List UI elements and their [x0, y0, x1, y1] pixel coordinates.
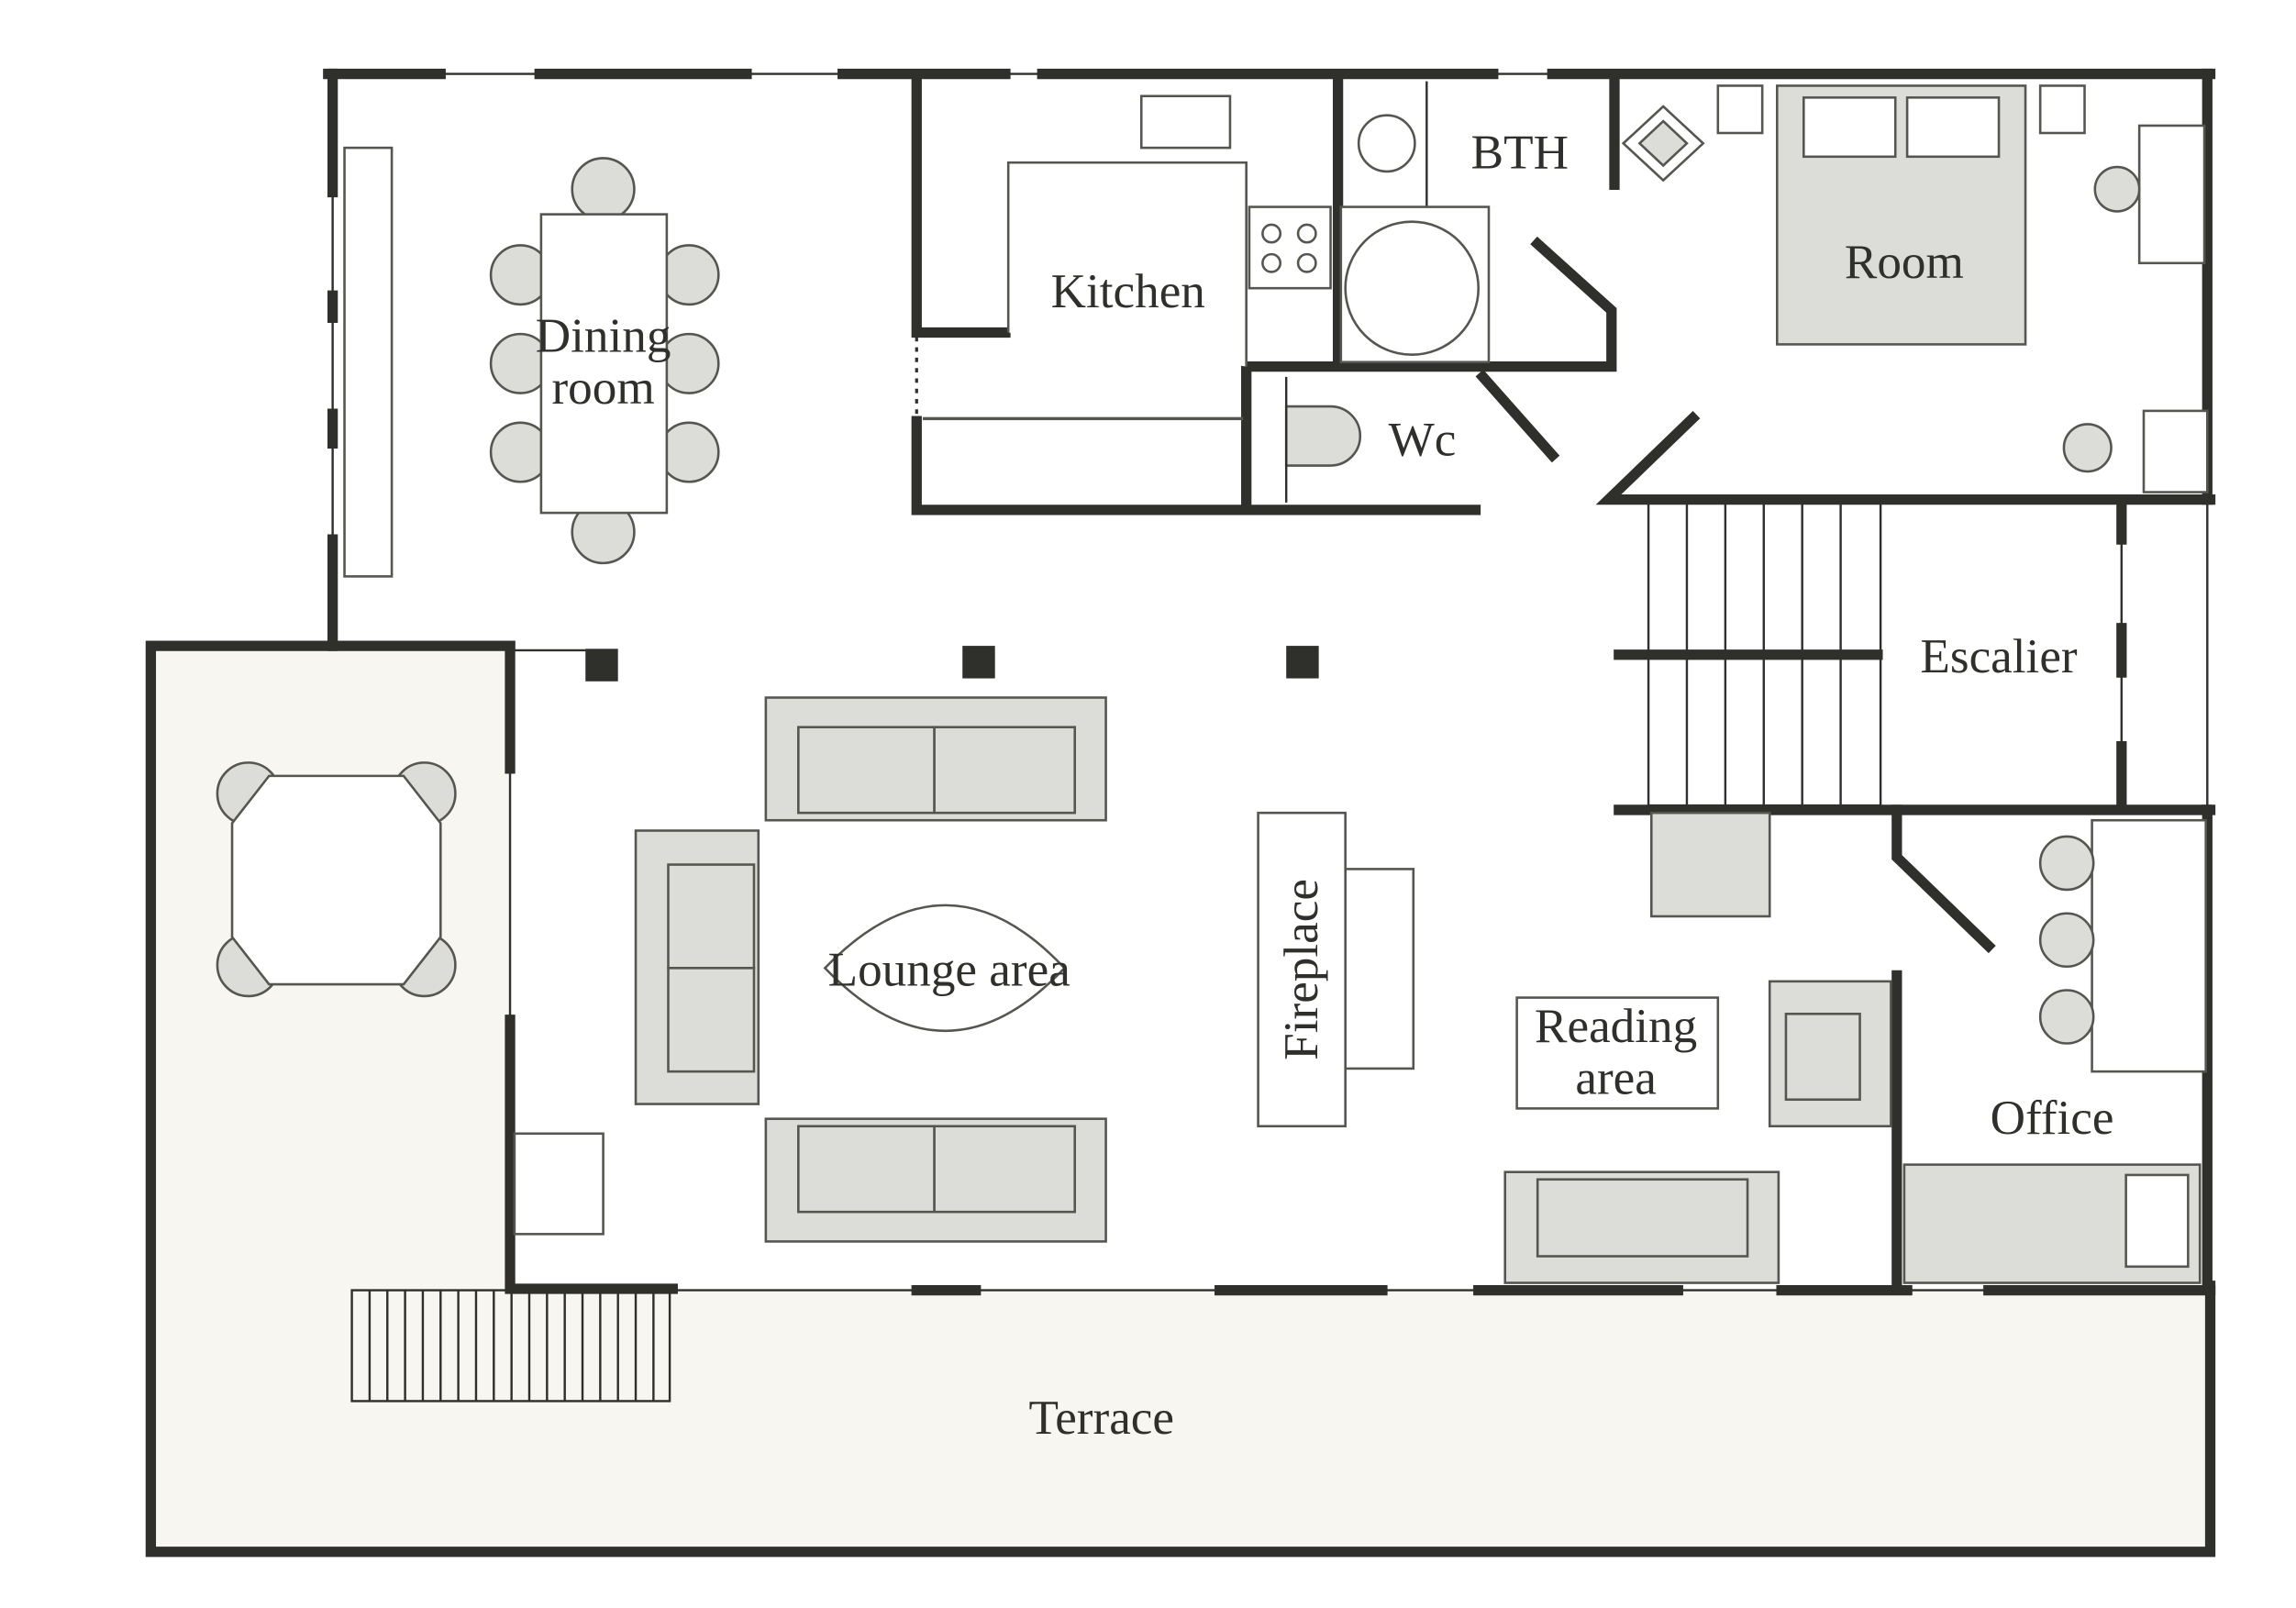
label-lounge: Lounge area: [828, 943, 1070, 997]
kitchen-fixtures: [923, 94, 1332, 421]
label-stairs: Escalier: [1920, 629, 2078, 683]
interior-walls: [911, 75, 2216, 1292]
fireplace: [1257, 811, 1415, 1128]
staircase: [1647, 501, 1882, 918]
label-dining-1: Dining: [536, 308, 671, 362]
label-fireplace: Fireplace: [1274, 879, 1328, 1060]
label-terrace: Terrace: [1028, 1391, 1174, 1445]
bed: [1716, 84, 2209, 493]
label-reading-1: Reading: [1535, 999, 1697, 1053]
terrace-table: [216, 761, 457, 998]
label-kitchen: Kitchen: [1051, 264, 1205, 318]
reading-furniture: [1503, 980, 1892, 1284]
label-reading-2: area: [1575, 1050, 1656, 1104]
side-cabinet: [513, 1132, 605, 1236]
label-office: Office: [1991, 1091, 2114, 1145]
label-bedroom: Room: [1845, 235, 1964, 289]
bathroom-fixtures: [1284, 81, 1705, 503]
pillar: [585, 649, 618, 682]
dining-table: [343, 146, 720, 578]
pillar: [1286, 646, 1319, 679]
label-bathroom: BTH: [1471, 126, 1569, 180]
label-wc: Wc: [1389, 412, 1457, 466]
sofas: [634, 696, 1107, 1243]
label-dining-2: room: [551, 360, 654, 415]
terrace-area: [150, 646, 2211, 1555]
pillar: [962, 646, 995, 679]
office-furniture: [1902, 818, 2207, 1284]
terrace-steps: [350, 1289, 671, 1403]
exterior-walls: [145, 68, 2216, 1558]
